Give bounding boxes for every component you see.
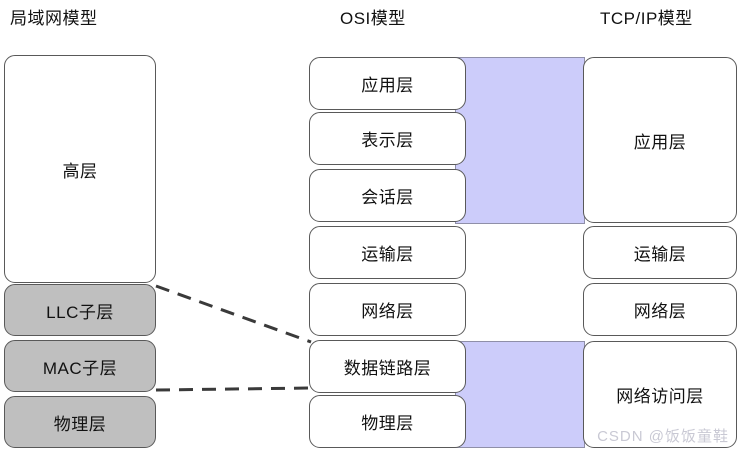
tcpip-layer-network-label: 网络层 (633, 302, 687, 321)
lan-layer-high-label: 高层 (62, 161, 98, 181)
watermark-text: CSDN @饭饭童鞋 (597, 428, 729, 445)
tcpip-layer-transport[interactable]: 运输层 (583, 226, 737, 279)
column-title-lan: 局域网模型 (10, 9, 98, 28)
osi-layer-data-link[interactable]: 数据链路层 (309, 340, 466, 393)
tcpip-layer-application[interactable]: 应用层 (583, 57, 737, 223)
lan-layer-mac-label: MAC子层 (42, 358, 118, 378)
osi-layer-session-label: 会话层 (361, 188, 414, 207)
osi-layer-data-link-label: 数据链路层 (343, 359, 432, 378)
bridge-band-application (455, 57, 585, 224)
tcpip-layer-transport-label: 运输层 (633, 245, 687, 264)
tcpip-layer-network-access-label: 网络访问层 (616, 387, 704, 406)
tcpip-layer-application-label: 应用层 (633, 132, 687, 152)
bridge-band-network-access (455, 341, 585, 448)
connector-mac-to-data-link (155, 386, 312, 392)
lan-layer-high[interactable]: 高层 (4, 55, 156, 283)
osi-layer-session[interactable]: 会话层 (309, 169, 466, 222)
lan-layer-llc[interactable]: LLC子层 (4, 284, 156, 336)
osi-layer-network-label: 网络层 (361, 302, 414, 321)
lan-layer-llc-label: LLC子层 (46, 302, 114, 322)
osi-layer-transport[interactable]: 运输层 (309, 226, 466, 279)
connector-llc-to-data-link (155, 284, 312, 344)
column-title-tcpip: TCP/IP模型 (600, 9, 693, 28)
lan-layer-physical[interactable]: 物理层 (4, 396, 156, 448)
osi-layer-transport-label: 运输层 (361, 245, 414, 264)
osi-layer-physical-label: 物理层 (361, 414, 414, 433)
tcpip-layer-network-access[interactable]: 网络访问层 (583, 341, 737, 448)
lan-layer-physical-label: 物理层 (53, 414, 107, 434)
osi-layer-application[interactable]: 应用层 (309, 57, 466, 110)
column-title-osi: OSI模型 (340, 9, 406, 28)
osi-layer-application-label: 应用层 (361, 76, 414, 95)
tcpip-layer-network[interactable]: 网络层 (583, 283, 737, 336)
lan-layer-mac[interactable]: MAC子层 (4, 340, 156, 392)
osi-layer-physical[interactable]: 物理层 (309, 395, 466, 448)
osi-layer-presentation[interactable]: 表示层 (309, 112, 466, 165)
osi-layer-presentation-label: 表示层 (361, 131, 414, 150)
osi-layer-network[interactable]: 网络层 (309, 283, 466, 336)
